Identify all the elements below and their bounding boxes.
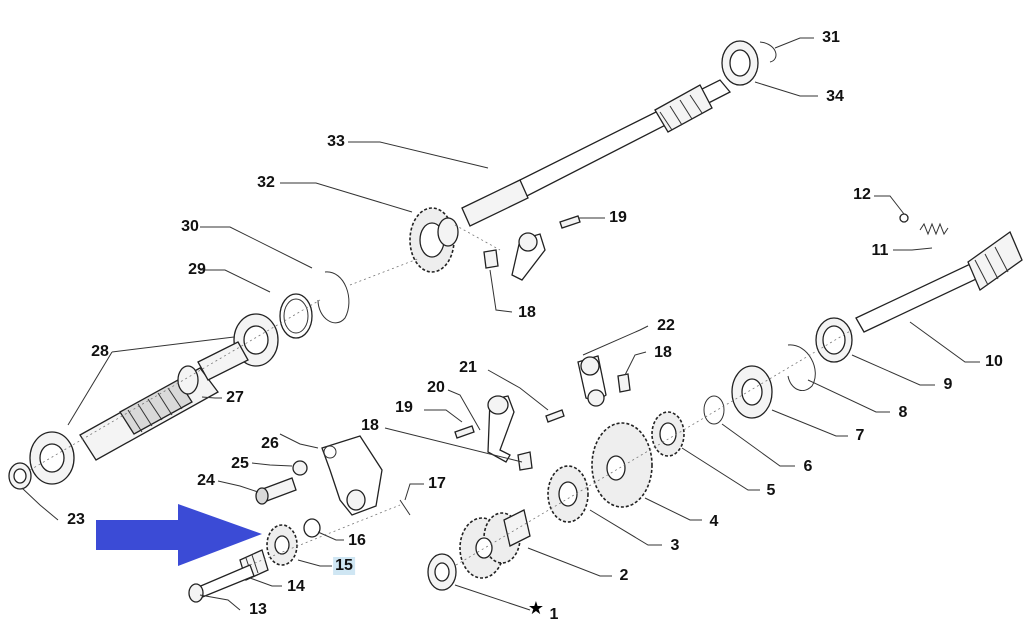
washer-29[interactable] — [279, 293, 313, 339]
pin-19a[interactable] — [454, 425, 475, 439]
part-label-9[interactable]: 9 — [943, 376, 953, 393]
part-label-2[interactable]: 2 — [619, 567, 629, 584]
gear-15[interactable] — [266, 524, 298, 566]
part-label-20[interactable]: 20 — [427, 379, 445, 396]
circlip-31[interactable] — [759, 41, 777, 63]
part-label-33[interactable]: 33 — [327, 133, 345, 150]
washer-16[interactable] — [303, 518, 321, 538]
pin-21[interactable] — [545, 409, 565, 423]
part-label-31[interactable]: 31 — [822, 29, 840, 46]
spring-11[interactable] — [919, 222, 949, 236]
part-label-27[interactable]: 27 — [226, 389, 244, 406]
circlip-8[interactable] — [787, 344, 816, 391]
pin-17[interactable] — [399, 499, 411, 516]
bracket-26[interactable] — [321, 435, 383, 516]
part-label-7[interactable]: 7 — [855, 427, 865, 444]
part-label-29[interactable]: 29 — [188, 261, 206, 278]
part-label-6[interactable]: 6 — [803, 458, 813, 475]
part-label-18-upper[interactable]: 18 — [518, 304, 536, 321]
star-marker: ★ — [527, 598, 545, 618]
washer-25[interactable] — [292, 460, 308, 476]
part-label-34[interactable]: 34 — [826, 88, 844, 105]
pad-18c[interactable] — [617, 373, 631, 393]
worm-shaft-27[interactable] — [79, 341, 249, 461]
leader-lines — [21, 37, 980, 611]
bearing-34[interactable] — [721, 40, 759, 86]
part-label-14[interactable]: 14 — [287, 578, 305, 595]
shift-fork-upper[interactable] — [511, 232, 546, 281]
pad-18b[interactable] — [483, 249, 499, 269]
ball-12[interactable] — [899, 213, 909, 223]
part-label-24[interactable]: 24 — [197, 472, 215, 489]
synchro-5[interactable] — [651, 411, 685, 457]
circlip-6[interactable] — [703, 395, 725, 425]
pin-19b[interactable] — [559, 215, 581, 229]
gear-32[interactable] — [409, 207, 459, 273]
pointer-arrow — [96, 504, 262, 566]
seal-9[interactable] — [815, 317, 853, 363]
bearing-7[interactable] — [731, 365, 773, 419]
part-label-25[interactable]: 25 — [231, 455, 249, 472]
part-label-15-highlighted[interactable]: 15 — [333, 557, 355, 575]
part-label-18-right[interactable]: 18 — [654, 344, 672, 361]
part-label-13[interactable]: 13 — [249, 601, 267, 618]
shift-fork-22[interactable] — [577, 355, 607, 407]
part-label-5[interactable]: 5 — [766, 482, 776, 499]
part-label-21[interactable]: 21 — [459, 359, 477, 376]
part-label-12[interactable]: 12 — [853, 186, 871, 203]
shift-fork-20[interactable] — [487, 395, 515, 463]
bearing-28[interactable] — [233, 313, 279, 367]
shaft-pin-13[interactable] — [188, 564, 255, 603]
pad-18a[interactable] — [517, 451, 533, 471]
bearing-lower[interactable] — [29, 431, 75, 485]
bearing-1[interactable] — [427, 553, 457, 591]
part-label-18-left[interactable]: 18 — [361, 417, 379, 434]
part-label-28[interactable]: 28 — [91, 343, 109, 360]
part-label-3[interactable]: 3 — [670, 537, 680, 554]
circlip-30[interactable] — [317, 271, 350, 324]
part-label-8[interactable]: 8 — [898, 404, 908, 421]
gear-4[interactable] — [591, 422, 653, 508]
part-label-1[interactable]: 1 — [549, 606, 559, 623]
part-label-17[interactable]: 17 — [428, 475, 446, 492]
shaft-33[interactable] — [461, 79, 732, 227]
part-label-19-upper[interactable]: 19 — [609, 209, 627, 226]
gear-3[interactable] — [547, 465, 589, 523]
part-label-23[interactable]: 23 — [67, 511, 85, 528]
bolt-24[interactable] — [255, 477, 297, 505]
part-label-22[interactable]: 22 — [657, 317, 675, 334]
part-label-26[interactable]: 26 — [261, 435, 279, 452]
part-label-30[interactable]: 30 — [181, 218, 199, 235]
shaft-10[interactable] — [855, 231, 1023, 333]
part-label-16[interactable]: 16 — [348, 532, 366, 549]
part-label-11[interactable]: 11 — [871, 242, 889, 259]
seal-23[interactable] — [8, 462, 32, 490]
part-label-4[interactable]: 4 — [709, 513, 719, 530]
part-label-32[interactable]: 32 — [257, 174, 275, 191]
gear-cluster-2[interactable] — [459, 509, 531, 579]
part-label-10[interactable]: 10 — [985, 353, 1003, 370]
part-label-19-lower[interactable]: 19 — [395, 399, 413, 416]
